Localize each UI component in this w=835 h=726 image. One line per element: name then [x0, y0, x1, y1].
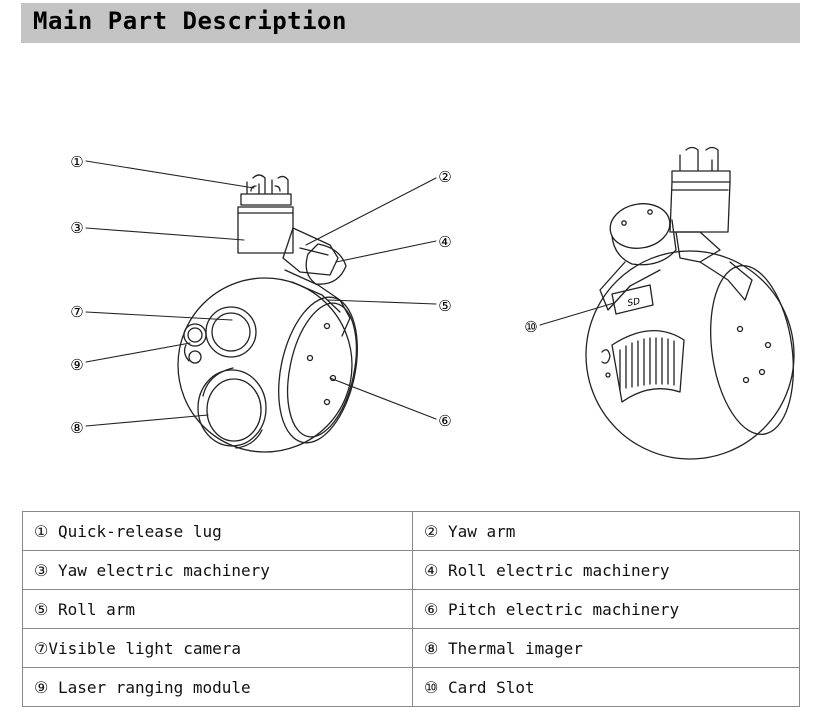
callout-9: ⑨ — [70, 356, 83, 374]
table-cell: ⑤ Roll arm — [22, 589, 413, 629]
front-view-gimbal — [177, 174, 358, 453]
callout-2: ② — [438, 168, 451, 186]
callout-3: ③ — [70, 219, 83, 237]
table-cell: ⑧ Thermal imager — [412, 628, 800, 668]
table-row: ⑨ Laser ranging module ⑩ Card Slot — [22, 667, 800, 707]
table-cell: ⑦Visible light camera — [22, 628, 413, 668]
callout-6: ⑥ — [438, 412, 451, 430]
table-row: ① Quick-release lug ② Yaw arm — [22, 511, 800, 551]
table-cell: ④ Roll electric machinery — [412, 550, 800, 590]
table-row: ③ Yaw electric machinery ④ Roll electric… — [22, 550, 800, 590]
table-row: ⑤ Roll arm ⑥ Pitch electric machinery — [22, 589, 800, 629]
table-cell: ① Quick-release lug — [22, 511, 413, 551]
callout-4: ④ — [438, 233, 451, 251]
callout-1: ① — [70, 153, 83, 171]
table-row: ⑦Visible light camera ⑧ Thermal imager — [22, 628, 800, 668]
table-cell: ⑥ Pitch electric machinery — [412, 589, 800, 629]
section-title: Main Part Description — [33, 7, 347, 35]
table-cell: ⑩ Card Slot — [412, 667, 800, 707]
callout-labels: ① ② ③ ④ ⑤ ⑥ ⑦ ⑨ ⑧ ⑩ — [70, 153, 537, 437]
section-header: Main Part Description — [21, 3, 800, 43]
callout-7: ⑦ — [70, 303, 83, 321]
callout-5: ⑤ — [438, 297, 451, 315]
callout-10: ⑩ — [524, 318, 537, 336]
callout-8: ⑧ — [70, 419, 83, 437]
parts-table: ① Quick-release lug ② Yaw arm ③ Yaw elec… — [22, 511, 800, 707]
table-cell: ② Yaw arm — [412, 511, 800, 551]
sd-label: SD — [627, 297, 641, 309]
rear-view-gimbal — [585, 146, 795, 460]
table-cell: ③ Yaw electric machinery — [22, 550, 413, 590]
gimbal-diagram: SD ① ② ③ ④ ⑤ ⑥ ⑦ ⑨ ⑧ ⑩ — [70, 146, 795, 460]
table-cell: ⑨ Laser ranging module — [22, 667, 413, 707]
